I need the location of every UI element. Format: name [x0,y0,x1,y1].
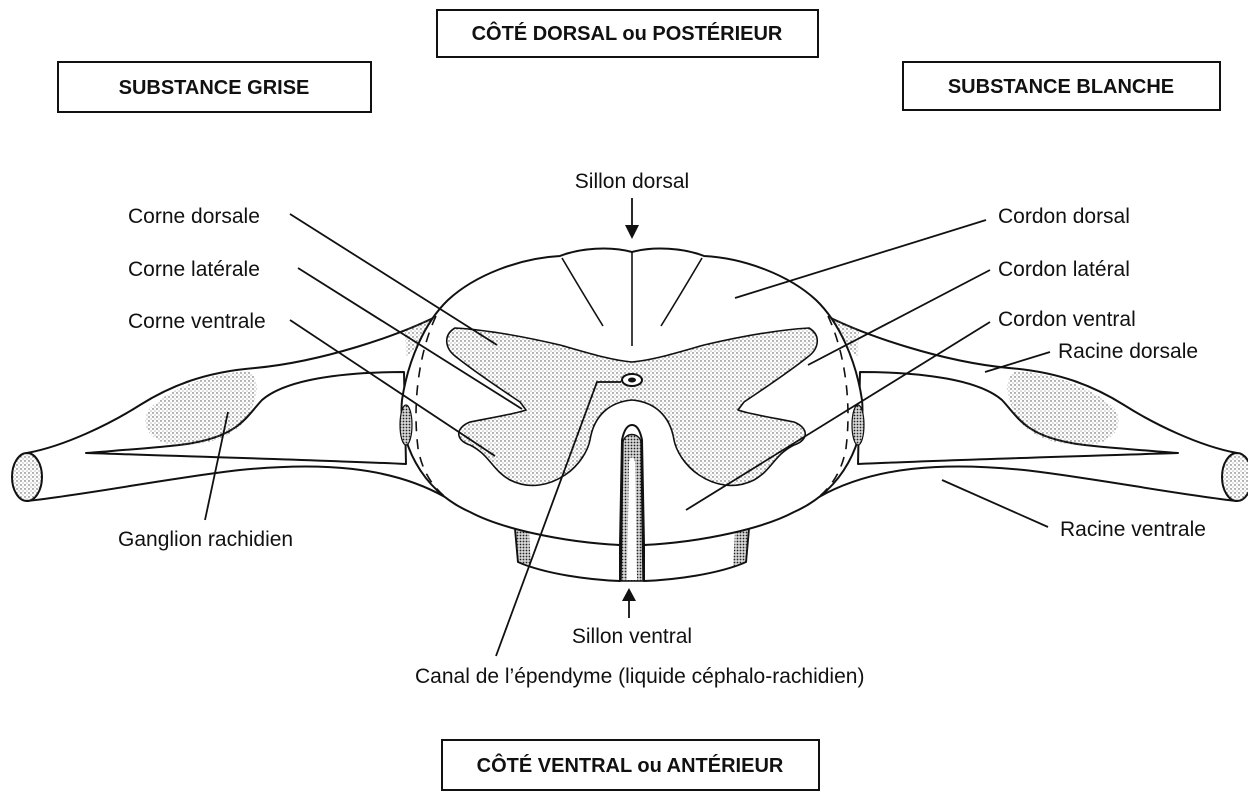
central-canal-label: Canal de l’épendyme (liquide céphalo-rac… [415,665,864,688]
ventral-root-label: Racine ventrale [1060,518,1206,541]
dorsal-side-box: CÔTÉ DORSAL ou POSTÉRIEUR [437,10,818,57]
grey-matter-title: SUBSTANCE GRISE [119,77,310,99]
dorsal-root-label: Racine dorsale [1058,340,1198,363]
ventral-side-title: CÔTÉ VENTRAL ou ANTÉRIEUR [477,753,784,777]
white-matter-title: SUBSTANCE BLANCHE [948,76,1174,98]
dorsal-column-leader [735,220,986,298]
ventral-side-box: CÔTÉ VENTRAL ou ANTÉRIEUR [442,740,819,790]
spinal-ganglion-label: Ganglion rachidien [118,528,293,551]
lateral-horn-label: Corne latérale [128,258,260,281]
central-canal-lumen [628,378,636,383]
dorsal-sulcus-arrow [625,198,639,239]
ventral-sulcus-label: Sillon ventral [572,625,692,648]
ventral-sulcus-arrow [622,588,636,618]
white-matter-box: SUBSTANCE BLANCHE [903,62,1220,110]
dorsal-horn-label: Corne dorsale [128,205,260,228]
dorsal-sulcus-label: Sillon dorsal [575,170,689,193]
left-spinal-nerve [12,312,445,501]
dorsal-column-label: Cordon dorsal [998,205,1130,228]
dorsal-horn-leader [290,214,497,345]
lateral-column-label: Cordon latéral [998,258,1130,281]
dorsal-side-title: CÔTÉ DORSAL ou POSTÉRIEUR [472,21,783,45]
grey-matter-box: SUBSTANCE GRISE [58,62,371,112]
ventral-column-label: Cordon ventral [998,308,1136,331]
ventral-root-leader [942,480,1048,527]
ventral-horn-label: Corne ventrale [128,310,266,333]
